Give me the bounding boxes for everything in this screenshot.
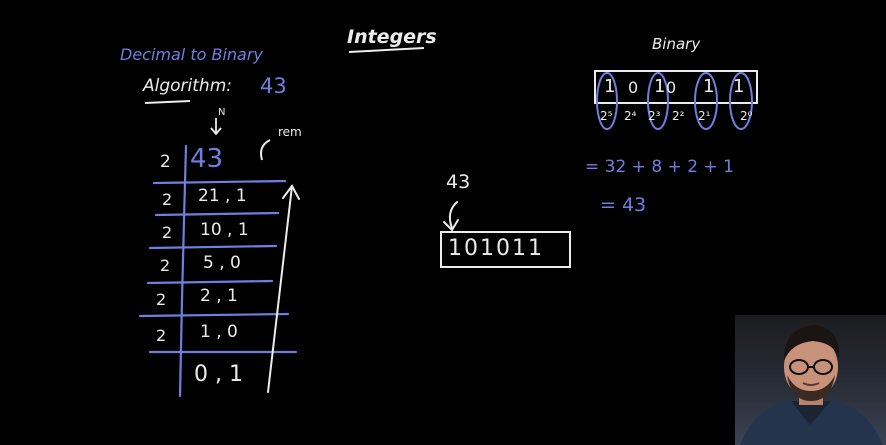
table-row-value: 0 , 1	[194, 362, 243, 387]
power-label: 2³	[648, 109, 661, 123]
bit-cell: 1	[604, 76, 616, 97]
presenter-webcam	[735, 315, 886, 445]
table-row-divisor: 2	[156, 290, 167, 309]
table-row-divisor: 2	[156, 326, 167, 345]
algorithm-value: 43	[260, 74, 287, 98]
bit-cell: 0	[628, 78, 639, 97]
table-row-value: 21 , 1	[198, 186, 247, 206]
sum-line: = 32 + 8 + 2 + 1	[585, 157, 734, 177]
table-row-divisor: 2	[162, 190, 173, 209]
bit-cell: 1	[654, 76, 666, 97]
bit-highlight-ellipse	[647, 72, 669, 130]
bit-cell: 1	[703, 76, 715, 97]
middle-number: 43	[446, 171, 471, 193]
algorithm-label: Algorithm:	[143, 76, 232, 96]
bit-highlight-ellipse	[729, 72, 753, 130]
power-label: 2²	[672, 109, 685, 123]
table-row-value: 10 , 1	[200, 220, 249, 240]
result-line: = 43	[600, 194, 647, 216]
table-row-divisor: 2	[160, 256, 171, 275]
decimal-to-binary-heading: Decimal to Binary	[120, 45, 263, 64]
table-row-value: 1 , 0	[200, 322, 238, 342]
binary-box-value: 101011	[448, 236, 544, 261]
binary-heading: Binary	[652, 35, 701, 53]
n-label: N	[218, 107, 226, 118]
table-row-divisor: 2	[160, 152, 171, 172]
bit-cell: 0	[666, 78, 677, 97]
bit-highlight-ellipse	[596, 72, 618, 130]
bit-highlight-ellipse	[694, 72, 718, 130]
page-title: Integers	[347, 26, 437, 48]
bit-cell: 1	[733, 76, 745, 97]
power-label: 2⁰	[740, 109, 753, 123]
table-row-divisor: 2	[162, 223, 173, 242]
power-label: 2⁴	[624, 109, 637, 123]
rem-label: rem	[278, 125, 302, 139]
presenter-avatar-icon	[740, 325, 883, 445]
table-row-value: 2 , 1	[200, 286, 238, 306]
table-row-value: 43	[190, 144, 224, 174]
power-label: 2¹	[698, 109, 711, 123]
table-row-value: 5 , 0	[203, 253, 241, 273]
power-label: 2⁵	[600, 109, 613, 123]
